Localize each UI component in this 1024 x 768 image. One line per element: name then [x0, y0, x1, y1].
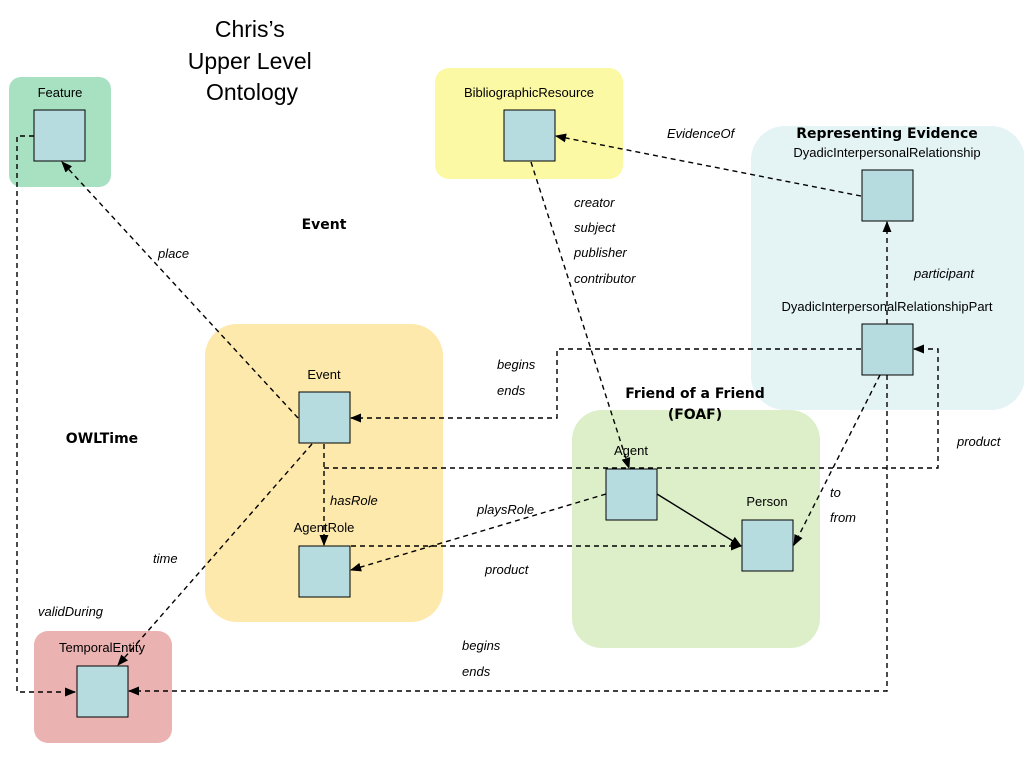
- owltime-module-label: OWLTime: [66, 431, 138, 447]
- evidence-of-label: EvidenceOf: [667, 126, 736, 141]
- edge-to-from: [793, 374, 881, 546]
- feature-label: Feature: [38, 85, 83, 100]
- ends-bottom-label: ends: [462, 664, 491, 679]
- time-label: time: [153, 551, 178, 566]
- product-right-label: product: [956, 434, 1002, 449]
- place-label: place: [157, 246, 189, 261]
- valid-during-label: validDuring: [38, 604, 104, 619]
- edge-product-right: [324, 344, 939, 469]
- dyadic-relationship-node[interactable]: [861, 169, 914, 222]
- plays-role-label: playsRole: [476, 502, 534, 517]
- title-line-3: Ontology: [206, 79, 299, 105]
- agent-role-label: AgentRole: [294, 520, 355, 535]
- edge-agent-person: [656, 493, 742, 547]
- dyadic-relationship-part-node[interactable]: [861, 323, 914, 376]
- diagram-title: Chris’s Upper Level Ontology: [188, 16, 316, 105]
- dyadic-relationship-label: DyadicInterpersonalRelationship: [793, 145, 980, 160]
- creator-label: creator: [574, 195, 615, 210]
- evidence-group-title: Representing Evidence: [796, 126, 978, 142]
- temporal-entity-node[interactable]: [76, 665, 129, 718]
- publisher-label: publisher: [573, 245, 627, 260]
- agent-node[interactable]: [605, 468, 658, 521]
- event-label: Event: [307, 367, 341, 382]
- temporal-entity-label: TemporalEntity: [59, 640, 145, 655]
- ends-top-label: ends: [497, 383, 526, 398]
- feature-node[interactable]: [33, 109, 86, 162]
- product-bottom-label: product: [484, 562, 530, 577]
- foaf-group-title-line-1: Friend of a Friend: [625, 386, 765, 402]
- person-label: Person: [746, 494, 787, 509]
- agent-label: Agent: [614, 443, 648, 458]
- agent-role-node[interactable]: [298, 545, 351, 598]
- begins-top-label: begins: [497, 357, 536, 372]
- title-line-1: Chris’s: [215, 16, 285, 42]
- foaf-group-title-line-2: (FOAF): [668, 407, 722, 423]
- dyadic-relationship-part-label: DyadicInterpersonalRelationshipPart: [781, 299, 992, 314]
- from-label: from: [830, 510, 856, 525]
- person-node[interactable]: [741, 519, 794, 572]
- edge-begins-ends-bottom: [127, 375, 888, 696]
- bibliographic-resource-label: BibliographicResource: [464, 85, 594, 100]
- bibliographic-resource-node[interactable]: [503, 109, 556, 162]
- edge-place: [61, 161, 299, 419]
- event-module-label: Event: [302, 217, 347, 233]
- subject-label: subject: [574, 220, 617, 235]
- participant-label: participant: [913, 266, 975, 281]
- edge-time: [117, 443, 313, 666]
- begins-bottom-label: begins: [462, 638, 501, 653]
- event-node[interactable]: [298, 391, 351, 444]
- title-line-2: Upper Level: [188, 48, 312, 74]
- has-role-label: hasRole: [330, 493, 378, 508]
- to-label: to: [830, 485, 841, 500]
- edge-evidence-of: [554, 133, 862, 197]
- contributor-label: contributor: [574, 271, 636, 286]
